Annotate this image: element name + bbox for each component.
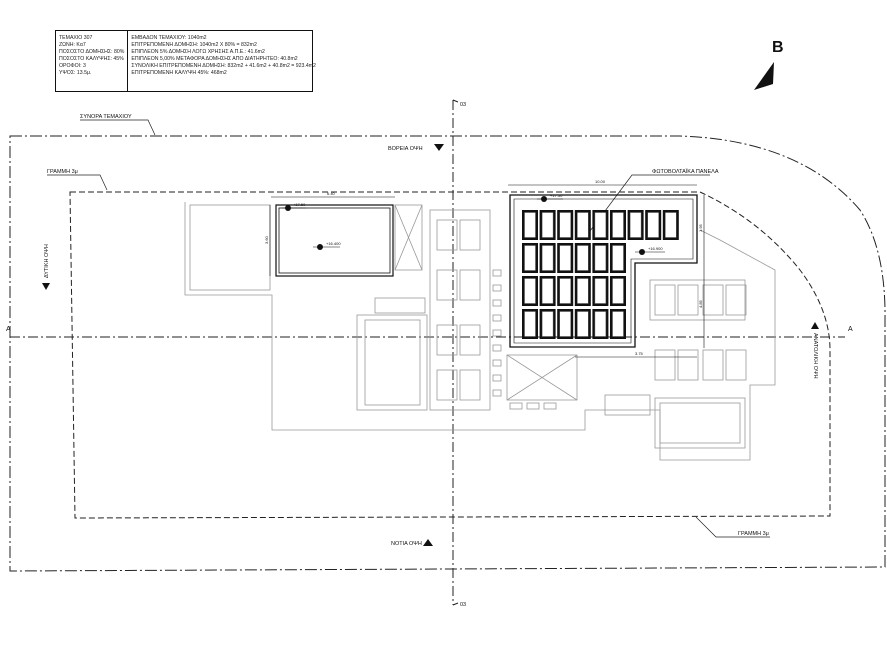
roof-pool: 6.40 3.60 +17.50 +16.400 xyxy=(264,191,395,277)
setback-top-label: ΓΡΑΜΜΗ 3μ xyxy=(47,169,78,175)
info-table: ΤΕΜΑΧΙΟ 307 ΖΩΝΗ: Κα7 ΠΟΣΟΣΤΟ ΔΟΜΗΣΗΣ: 8… xyxy=(55,30,316,92)
info-line: ΣΥΝΟΛΙΚΗ ΕΠΙΤΡΕΠΟΜΕΝΗ ΔΟΜΗΣΗ: 832m2 + 41… xyxy=(131,63,316,69)
pv-panel-cell xyxy=(577,245,589,271)
pv-panel-cell xyxy=(559,278,571,304)
view-arrow-icon xyxy=(42,283,50,290)
pv-panel-cell xyxy=(594,311,607,337)
south-elevation-label: ΝΟΤΙΑ ΟΨΗ xyxy=(391,541,422,547)
pv-panel-cell xyxy=(612,278,624,304)
info-line: ΖΩΝΗ: Κα7 xyxy=(59,42,86,48)
pv-panel-cell xyxy=(541,311,554,337)
pv-panel-cell xyxy=(524,278,536,304)
pv-panel-cell xyxy=(612,212,624,238)
pv-panel-cell xyxy=(541,245,554,271)
north-arrow-icon: Β xyxy=(754,39,784,90)
pv-panel-cell xyxy=(559,245,571,271)
pool-level-1: +17.50 xyxy=(293,202,306,207)
pv-panel-cell xyxy=(612,311,624,337)
info-line: ΕΠΙΠΛΕΟΝ 5% ΔΟΜΗΣΗ ΛΟΓΩ ΧΡΗΣΗΣ Α.Π.Ε.: 4… xyxy=(131,49,265,55)
north-label: Β xyxy=(772,39,784,56)
level-marker-icon xyxy=(313,244,340,250)
pv-height-dim-1: 1.95 xyxy=(698,223,703,232)
info-table-right: ΕΜΒΑΔΟΝ ΤΕΜΑΧΙΟΥ: 1040m2 ΕΠΙΤΡΕΠΟΜΕΝΗ ΔΟ… xyxy=(128,31,319,91)
level-marker-icon xyxy=(635,249,665,255)
pv-level-2: +16.900 xyxy=(648,246,663,251)
west-elevation-label: ΔΥΤΙΚΗ ΟΨΗ xyxy=(44,244,50,278)
pv-panel-cell xyxy=(541,212,554,238)
pv-panel-cell xyxy=(541,278,554,304)
pv-level-1: +17.50 xyxy=(550,193,563,198)
view-arrow-icon xyxy=(423,539,433,546)
section-a-left-label: A xyxy=(6,326,11,333)
pool-height-dim: 3.60 xyxy=(264,235,269,244)
pool-level-2: +16.400 xyxy=(326,241,341,246)
pv-panel-cell xyxy=(647,212,659,238)
info-line: ΤΕΜΑΧΙΟ 307 xyxy=(59,35,93,41)
info-line: ΠΟΣΟΣΤΟ ΚΑΛΥΨΗΣ: 45% xyxy=(59,56,124,62)
section-a-right-label: A xyxy=(848,326,853,333)
pv-panel-cell xyxy=(594,245,607,271)
pv-panel-cell xyxy=(612,245,624,271)
section-03-bottom-label: 03 xyxy=(460,602,466,608)
info-line: ΟΡΟΦΟΙ: 3 xyxy=(59,63,86,69)
info-line: ΕΠΙΠΛΕΟΝ 5,00% ΜΕΤΑΦΟΡΑ ΔΟΜΗΣΗΣ ΑΠΟ ΔΙΑΤ… xyxy=(131,56,298,62)
pv-panel-cell xyxy=(524,311,536,337)
pv-height-dim-2: 4.85 xyxy=(698,299,703,308)
pv-panel-cell xyxy=(594,278,607,304)
section-03-top-label: 03 xyxy=(460,102,466,108)
info-line: ΕΜΒΑΔΟΝ ΤΕΜΑΧΙΟΥ: 1040m2 xyxy=(131,35,207,41)
setback-bottom-label: ΓΡΑΜΜΗ 3μ xyxy=(738,531,769,537)
pv-panel-cell xyxy=(559,212,571,238)
pv-panels-label: ΦΩΤΟΒΟΛΤΑΪΚΑ ΠΑΝΕΛΑ xyxy=(652,168,719,175)
level-marker-icon xyxy=(282,205,306,211)
info-line: ΕΠΙΤΡΕΠΟΜΕΝΗ ΔΟΜΗΣΗ: 1040m2 Χ 80% = 832m… xyxy=(131,42,257,48)
pv-panel-cell xyxy=(665,212,677,238)
east-elevation-label: ΑΝΑΤΟΛΙΚΗ ΟΨΗ xyxy=(812,333,818,379)
building-outline xyxy=(184,202,776,461)
pv-panel-cell xyxy=(524,245,536,271)
setback-line xyxy=(69,191,831,519)
info-line: ΕΠΙΤΡΕΠΟΜΕΝΗ ΚΑΛΥΨΗ 45%: 468m2 xyxy=(131,70,227,76)
plot-boundary-line xyxy=(9,135,886,572)
level-marker-icon xyxy=(537,196,563,202)
north-elevation-label: ΒΟΡΕΙΑ ΟΨΗ xyxy=(388,146,423,152)
pool-width-dim: 6.40 xyxy=(327,191,336,196)
pv-panel-cell xyxy=(524,212,536,238)
pv-bottom-dim: 3.75 xyxy=(635,351,644,356)
pv-panel-cell xyxy=(577,212,589,238)
pv-width-dim: 10.00 xyxy=(595,179,606,184)
view-arrow-icon xyxy=(434,144,444,151)
info-table-left: ΤΕΜΑΧΙΟ 307 ΖΩΝΗ: Κα7 ΠΟΣΟΣΤΟ ΔΟΜΗΣΗΣ: 8… xyxy=(56,31,129,91)
pv-panel-cell xyxy=(559,311,571,337)
pv-panel-cell xyxy=(577,278,589,304)
pv-panel-cell xyxy=(594,212,607,238)
pv-roof: 10.00 1.95 4.85 3.75 +17.50 +16.900 xyxy=(508,179,705,358)
view-arrow-icon xyxy=(811,322,819,329)
info-line: ΠΟΣΟΣΤΟ ΔΟΜΗΣΗΣ: 80% xyxy=(59,49,125,55)
pv-panel-cell xyxy=(629,212,642,238)
plot-boundary-label: ΣΥΝΟΡΑ ΤΕΜΑΧΙΟΥ xyxy=(80,114,132,120)
pv-panel-cell xyxy=(577,311,589,337)
info-line: ΥΨΟΣ: 13.5μ. xyxy=(59,70,92,76)
